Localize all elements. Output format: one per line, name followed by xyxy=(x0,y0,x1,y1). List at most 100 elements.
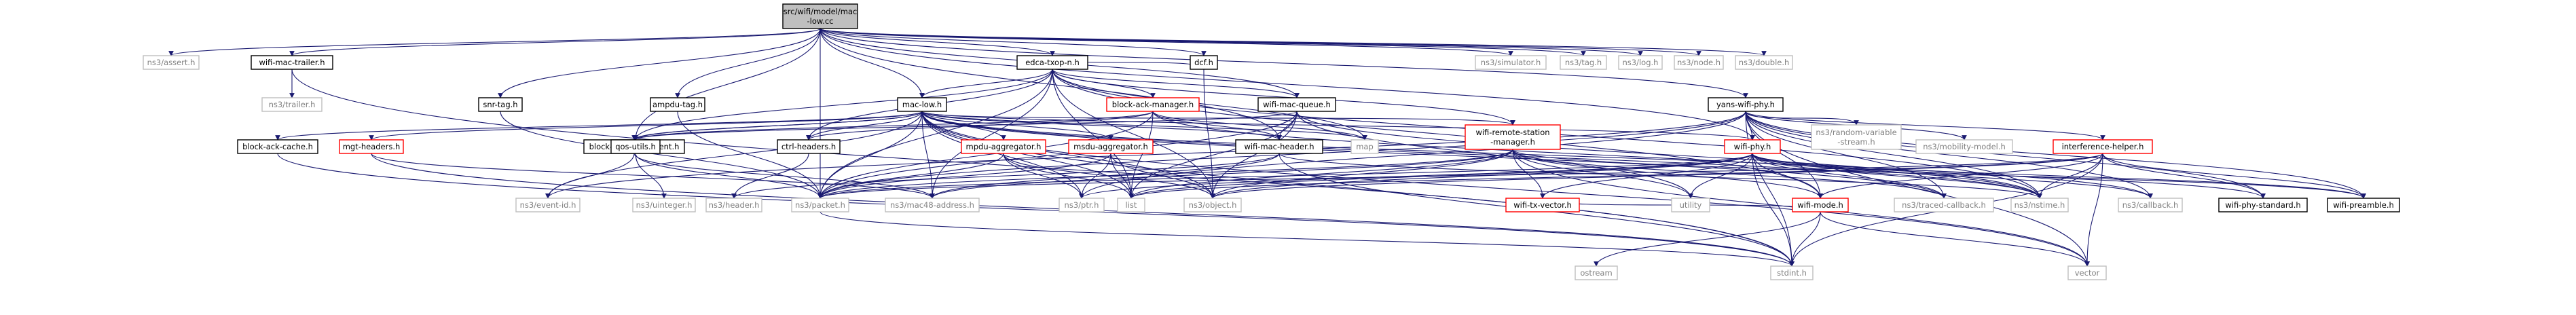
node-mac-low[interactable]: mac-low.h xyxy=(897,97,947,112)
dependency-edge-mac-low-to-block-ack-cache xyxy=(275,111,923,141)
dependency-edge-mac-low-to-ns3-traced-callback xyxy=(921,111,1947,199)
node-label-wifi-phy: wifi-phy.h xyxy=(1734,142,1771,151)
dependency-edge-yans-wifi-phy-to-ns3-ptr xyxy=(1079,111,1746,199)
node-wifi-remote-station-manager[interactable]: wifi-remote-station-manager.h xyxy=(1465,124,1561,150)
dependency-edge-block-ack-manager-to-ns3-packet xyxy=(817,111,1154,199)
dependency-edge-mac-low-to-mgt-headers xyxy=(369,111,923,141)
node-box-ostream xyxy=(1575,265,1618,280)
node-vector: vector xyxy=(2067,265,2107,280)
dependency-edge-yans-wifi-phy-to-ns3-traced-callback xyxy=(1745,111,1947,199)
node-mpdu-aggregator[interactable]: mpdu-aggregator.h xyxy=(961,139,1046,154)
dependency-edge-mac-low-to-list xyxy=(921,111,1134,199)
dependency-edge-wifi-remote-station-manager-to-ns3-mac48-address xyxy=(930,149,1513,199)
dependency-edge-edca-txop-n-to-wifi-remote-station-manager xyxy=(1052,69,1515,126)
node-wifi-tx-vector[interactable]: wifi-tx-vector.h xyxy=(1505,198,1580,212)
node-wifi-preamble[interactable]: wifi-preamble.h xyxy=(2327,198,2400,212)
dependency-edge-ns3-packet-to-stdint xyxy=(820,211,1795,267)
dependency-edge-wifi-mac-queue-to-qos-utils xyxy=(633,111,1298,141)
node-box-vector xyxy=(2067,265,2107,280)
node-box-mgt-headers xyxy=(339,139,404,154)
node-box-yans-wifi-phy xyxy=(1708,97,1784,112)
node-label-ostream: ostream xyxy=(1580,268,1612,278)
dependency-edge-interference-helper-to-wifi-preamble xyxy=(2102,153,2366,199)
node-ns3-double: ns3/double.h xyxy=(1735,55,1793,70)
node-label-ns3-trailer: ns3/trailer.h xyxy=(269,100,316,109)
node-block-ack-cache[interactable]: block-ack-cache.h xyxy=(237,139,318,154)
dependency-edge-wifi-mac-queue-to-utility xyxy=(1296,111,1693,199)
node-label-ns3-double: ns3/double.h xyxy=(1739,58,1790,67)
dependency-edge-wifi-mac-header-to-ns3-header xyxy=(731,153,1280,199)
node-wifi-phy-standard[interactable]: wifi-phy-standard.h xyxy=(2218,198,2308,212)
dependency-edge-yans-wifi-phy-to-interference-helper xyxy=(1745,111,2105,141)
dependency-edge-mac-low-to-qos-utils xyxy=(633,111,923,141)
node-wifi-phy[interactable]: wifi-phy.h xyxy=(1724,139,1781,154)
dependency-edge-root-to-ns3-node xyxy=(820,28,1701,56)
node-box-wifi-mac-trailer xyxy=(251,55,333,70)
dependency-edge-mpdu-aggregator-to-ns3-ptr xyxy=(1003,153,1084,199)
node-label-wifi-tx-vector: wifi-tx-vector.h xyxy=(1513,200,1572,210)
node-interference-helper[interactable]: interference-helper.h xyxy=(2053,139,2153,154)
node-box-ns3-mobility-model xyxy=(1915,139,2013,154)
dependency-edge-wifi-phy-to-utility xyxy=(1688,153,1753,199)
dependency-edge-interference-helper-to-wifi-phy-standard xyxy=(2102,153,2266,199)
node-label-utility: utility xyxy=(1680,200,1702,210)
node-yans-wifi-phy[interactable]: yans-wifi-phy.h xyxy=(1708,97,1784,112)
node-label-snr-tag: snr-tag.h xyxy=(483,100,517,109)
node-label-ns3-node: ns3/node.h xyxy=(1677,58,1721,67)
dependency-edge-mac-low-to-map xyxy=(921,111,1367,141)
node-label-map: map xyxy=(1356,142,1374,151)
node-label-stdint: stdint.h xyxy=(1777,268,1807,278)
node-block-ack-manager[interactable]: block-ack-manager.h xyxy=(1106,97,1200,112)
node-wifi-mode[interactable]: wifi-mode.h xyxy=(1792,198,1849,212)
node-ctrl-headers[interactable]: ctrl-headers.h xyxy=(777,139,841,154)
node-label-mac-low: mac-low.h xyxy=(902,100,942,109)
node-label-list: list xyxy=(1126,200,1137,210)
node-box-ns3-trailer xyxy=(261,97,323,112)
dependency-edge-edca-txop-n-to-mac-low xyxy=(919,69,1053,98)
node-label-wifi-phy-standard: wifi-phy-standard.h xyxy=(2225,200,2300,210)
dependency-edge-block-ack-manager-to-wifi-mac-header xyxy=(1152,111,1282,141)
node-wifi-mac-header[interactable]: wifi-mac-header.h xyxy=(1235,139,1323,154)
node-label-wifi-remote-station-manager-line-1: -manager.h xyxy=(1490,137,1535,147)
node-label-wifi-mac-queue: wifi-mac-queue.h xyxy=(1263,100,1331,109)
dependency-edge-edca-txop-n-to-wifi-mac-queue xyxy=(1052,69,1300,98)
node-box-wifi-mac-header xyxy=(1235,139,1323,154)
dependency-edge-mac-low-to-wifi-phy xyxy=(921,111,1755,141)
edges-layer xyxy=(168,28,2366,267)
dependency-edge-root-to-ns3-log xyxy=(820,28,1643,56)
node-box-block-ack-cache xyxy=(237,139,318,154)
dependency-edge-wifi-remote-station-manager-to-ns3-packet xyxy=(817,149,1513,199)
dependency-edge-mac-low-to-ns3-callback xyxy=(921,111,2153,199)
dependency-edge-root-to-ns3-simulator xyxy=(820,28,1513,56)
node-wifi-mac-queue[interactable]: wifi-mac-queue.h xyxy=(1257,97,1336,112)
node-list: list xyxy=(1117,198,1145,212)
node-label-ns3-random-variable-stream-line-0: ns3/random-variable xyxy=(1816,128,1896,137)
node-box-ns3-double xyxy=(1735,55,1793,70)
node-ns3-log: ns3/log.h xyxy=(1618,55,1663,70)
node-ns3-simulator: ns3/simulator.h xyxy=(1475,55,1547,70)
node-label-ampdu-tag: ampdu-tag.h xyxy=(652,100,703,109)
dependency-edge-block-ack-manager-to-qos-utils xyxy=(633,111,1154,141)
node-mgt-headers[interactable]: mgt-headers.h xyxy=(339,139,404,154)
dependency-edge-root-to-yans-wifi-phy xyxy=(820,28,1748,98)
node-ns3-packet: ns3/packet.h xyxy=(791,198,849,212)
node-edca-txop-n[interactable]: edca-txop-n.h xyxy=(1016,55,1088,70)
dependency-edge-root-to-mac-low xyxy=(820,28,925,98)
node-label-mpdu-aggregator: mpdu-aggregator.h xyxy=(966,142,1042,151)
node-root[interactable]: src/wifi/model/mac-low.cc xyxy=(782,3,858,29)
node-msdu-aggregator[interactable]: msdu-aggregator.h xyxy=(1068,139,1154,154)
dependency-edge-block-ack-agreement-to-ns3-event-id xyxy=(545,153,635,199)
dependency-edge-edca-txop-n-to-map xyxy=(1052,69,1367,141)
node-snr-tag[interactable]: snr-tag.h xyxy=(478,97,523,112)
dependency-edge-interference-helper-to-vector xyxy=(2084,153,2103,267)
node-qos-utils[interactable]: qos-utils.h xyxy=(610,139,661,154)
node-box-mac-low xyxy=(897,97,947,112)
node-ns3-object: ns3/object.h xyxy=(1183,198,1242,212)
node-wifi-mac-trailer[interactable]: wifi-mac-trailer.h xyxy=(251,55,333,70)
dependency-edge-wifi-mode-to-stdint xyxy=(1789,211,1821,267)
node-box-wifi-remote-station-manager xyxy=(1465,124,1561,150)
node-ampdu-tag[interactable]: ampdu-tag.h xyxy=(650,97,705,112)
dependency-edge-msdu-aggregator-to-list xyxy=(1110,153,1134,199)
node-label-ns3-callback: ns3/callback.h xyxy=(2122,200,2179,210)
node-dcf[interactable]: dcf.h xyxy=(1190,55,1218,70)
